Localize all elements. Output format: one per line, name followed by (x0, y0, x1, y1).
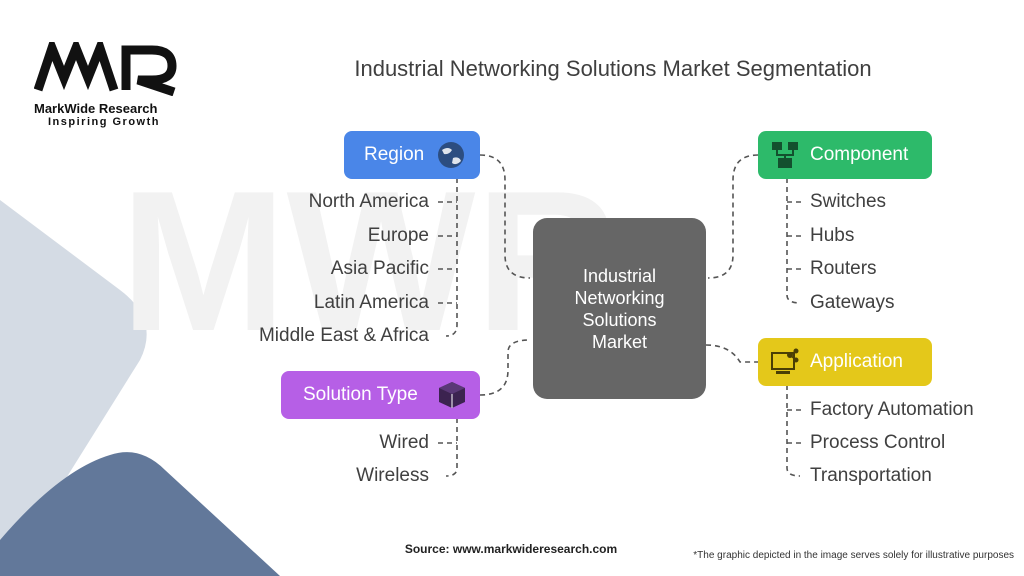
network-icon (772, 142, 798, 168)
logo: MarkWide Research Inspiring Growth (33, 34, 194, 128)
bg-shape-upper (0, 200, 147, 540)
segment-label: Component (810, 144, 909, 165)
list-item: Switches (810, 191, 887, 212)
center-label: Industrial Networking Solutions Market (574, 265, 665, 352)
list-item: Wired (379, 432, 429, 453)
connector-region-list (445, 178, 458, 337)
list-item: Routers (810, 258, 877, 279)
logo-mark-icon (33, 34, 177, 97)
list-item: Transportation (810, 465, 932, 486)
disclaimer-text: *The graphic depicted in the image serve… (693, 550, 1014, 561)
center-node: Industrial Networking Solutions Market (533, 218, 706, 399)
list-item: Wireless (356, 465, 429, 486)
connector-application-list (786, 385, 801, 477)
logo-name: MarkWide Research (34, 101, 158, 116)
page-title: Industrial Networking Solutions Market S… (354, 56, 872, 81)
connector-solution-list (445, 418, 458, 477)
list-item: Hubs (810, 225, 855, 246)
segment-component: Component (758, 131, 932, 179)
list-item: Factory Automation (810, 399, 974, 420)
list-item: Middle East & Africa (258, 325, 429, 346)
list-item: Process Control (810, 432, 946, 453)
cube-icon (439, 382, 465, 408)
logo-tagline: Inspiring Growth (48, 116, 160, 128)
list-item: Gateways (810, 292, 895, 313)
segment-application: Application (758, 338, 932, 386)
connector-component (707, 154, 759, 279)
bg-shape-lower (0, 452, 280, 576)
list-item: Asia Pacific (330, 258, 429, 279)
list-item: Europe (367, 225, 429, 246)
connector-region (479, 154, 531, 279)
segment-solution-type: Solution Type (281, 371, 480, 419)
segment-region: Region (344, 131, 480, 179)
list-item: North America (308, 191, 429, 212)
connectors (445, 154, 801, 477)
share-icon (771, 348, 799, 374)
segment-label: Region (364, 144, 425, 165)
connector-application (705, 344, 758, 363)
segment-label: Solution Type (303, 384, 418, 405)
list-item: Latin America (313, 292, 429, 313)
item-ticks (438, 201, 805, 444)
source-text: Source: www.markwideresearch.com (404, 542, 618, 556)
segment-label: Application (810, 351, 903, 372)
connector-component-list (786, 178, 801, 304)
globe-icon (438, 142, 464, 168)
